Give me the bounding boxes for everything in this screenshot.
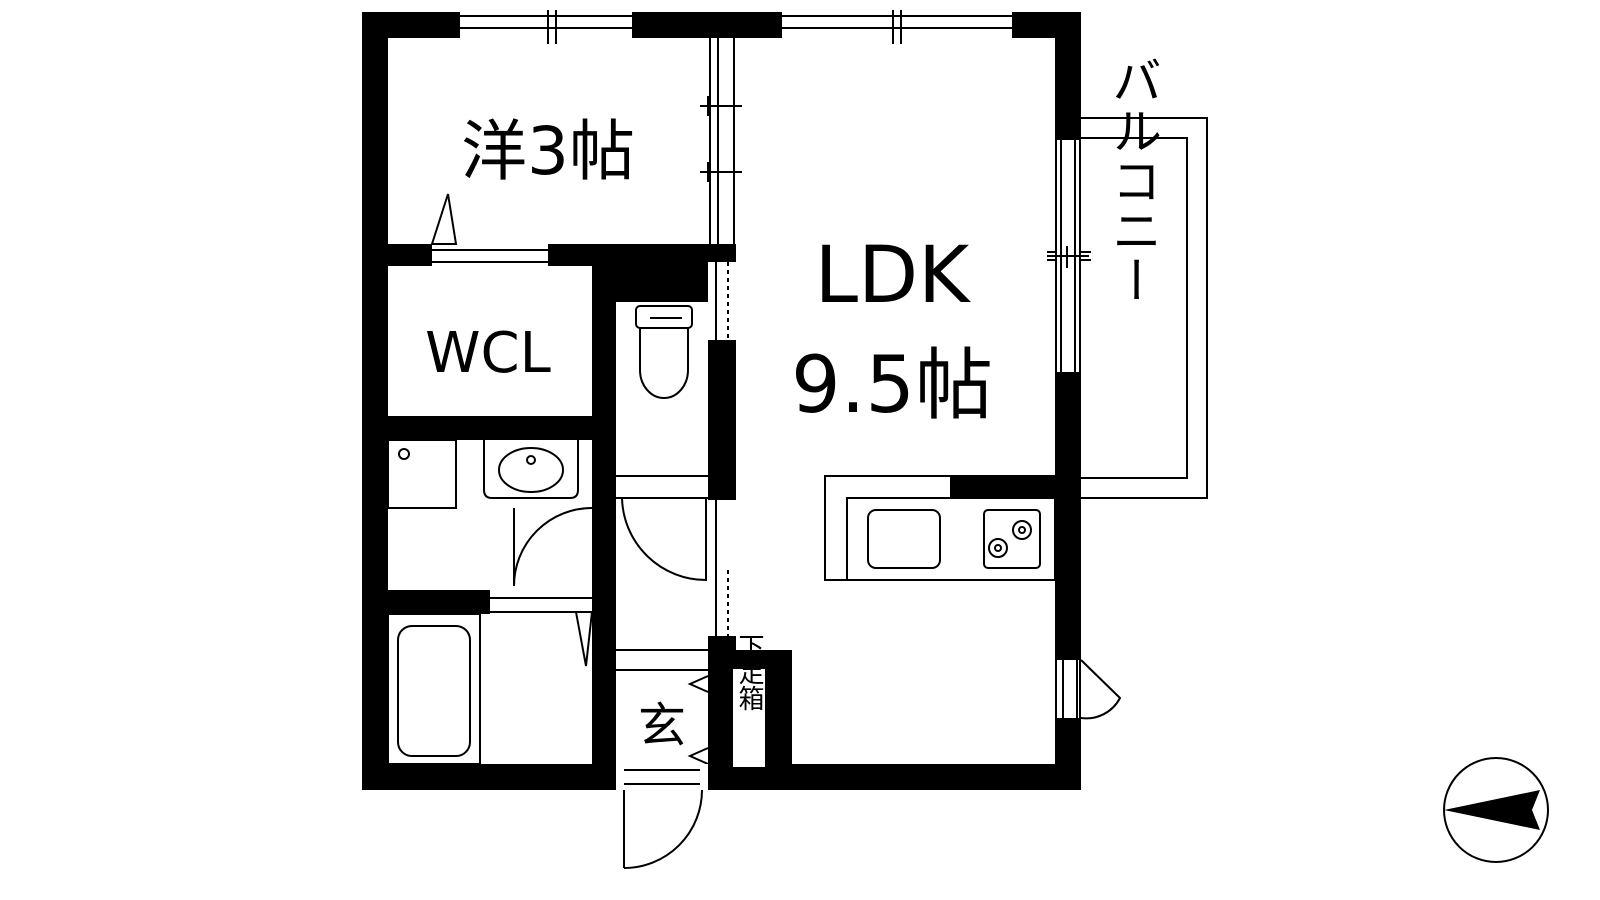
wash-basin-icon [483, 440, 579, 499]
room-label-shoe-box: 下足箱 [734, 633, 764, 711]
kitchen-counter [824, 475, 1056, 581]
room-label-wcl: WCL [425, 321, 551, 386]
top-window-left [460, 10, 632, 44]
entrance-lines [616, 649, 709, 765]
room-label-balcony: バルコニー [1104, 55, 1162, 305]
room-label-ldk: LDK [815, 231, 972, 321]
washing-machine-icon [387, 439, 457, 509]
front-door-opening [616, 764, 708, 790]
toilet-door-swing [621, 497, 707, 582]
stove-icon [983, 509, 1041, 569]
front-door [623, 769, 703, 869]
sliding-partition-western [700, 38, 742, 244]
top-window-right [782, 10, 1012, 44]
side-door-opening [1057, 660, 1079, 718]
side-door [1062, 659, 1122, 720]
balcony [1081, 117, 1208, 499]
sliding-track-lower [705, 500, 729, 636]
north-arrow-icon [1443, 757, 1549, 863]
western-room-door [430, 193, 548, 263]
washroom-door [513, 505, 616, 587]
room-label-entrance: 玄 [638, 698, 686, 754]
shoe-box-panel [731, 667, 767, 769]
toilet-icon [635, 305, 693, 399]
sliding-track-upper [715, 262, 729, 340]
room-size-ldk: 9.5帖 [791, 341, 993, 431]
bathtub-icon [387, 613, 481, 765]
balcony-window-frame [1047, 140, 1089, 372]
bathroom-door [479, 597, 594, 764]
room-label-western: 洋3帖 [461, 113, 635, 190]
kitchen-sink [867, 509, 941, 569]
